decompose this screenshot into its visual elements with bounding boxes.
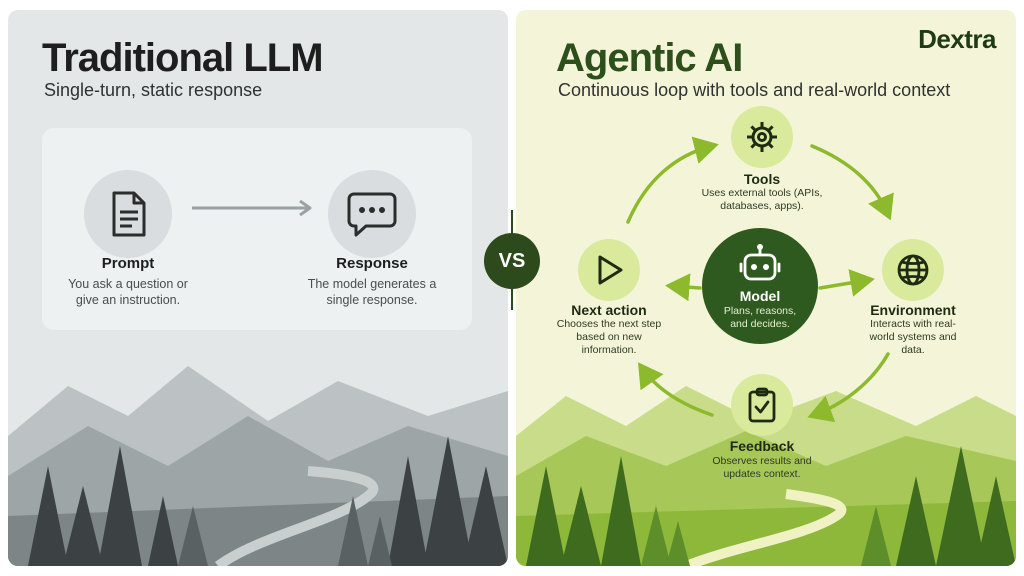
model-description: Plans, reasons, and decides. — [723, 305, 797, 330]
tools-label: Tools — [743, 171, 781, 187]
play-icon — [598, 255, 623, 285]
model-node: Model Plans, reasons, and decides. — [702, 228, 818, 344]
gear-icon — [747, 122, 777, 152]
prompt-to-response-arrow — [192, 199, 312, 217]
agentic-loop-arrows — [626, 136, 894, 423]
prompt-label: Prompt — [101, 255, 155, 272]
feedback-label: Feedback — [729, 438, 795, 454]
vs-badge: VS — [484, 233, 540, 289]
gray-mountain-landscape — [8, 366, 508, 566]
response-label: Response — [336, 255, 408, 272]
traditional-llm-panel: Traditional LLM Single-turn, static resp… — [8, 10, 508, 566]
robot-icon — [739, 244, 781, 281]
green-mountain-landscape — [516, 386, 1016, 566]
agentic-ai-panel: Dextra Agentic AI Continuous loop with t… — [516, 10, 1016, 566]
prompt-node — [84, 170, 172, 258]
next-action-description: Chooses the next step based on new infor… — [556, 318, 662, 356]
prompt-description: You ask a question or give an instructio… — [68, 277, 188, 307]
traditional-llm-subtitle: Single-turn, static response — [44, 80, 263, 100]
agentic-ai-title: Agentic AI — [556, 36, 743, 80]
agentic-ai-subtitle: Continuous loop with tools and real-worl… — [558, 80, 951, 100]
traditional-llm-title: Traditional LLM — [42, 36, 324, 80]
model-label: Model — [739, 288, 781, 304]
tools-description: Uses external tools (APIs, databases, ap… — [701, 187, 823, 212]
clipboard-check-icon — [748, 387, 776, 423]
environment-label: Environment — [870, 302, 956, 318]
next-action-label: Next action — [571, 302, 647, 318]
next-action-node — [578, 239, 640, 301]
document-icon — [112, 191, 146, 237]
tools-node — [731, 106, 793, 168]
response-node — [328, 170, 416, 258]
feedback-description: Observes results and updates context. — [712, 455, 812, 480]
globe-icon — [897, 254, 929, 286]
environment-node — [882, 239, 944, 301]
dextra-logo: Dextra — [918, 24, 996, 54]
chat-bubble-icon — [347, 192, 397, 237]
response-description: The model generates a single response. — [307, 277, 437, 307]
feedback-node — [731, 374, 793, 436]
environment-description: Interacts with real-world systems and da… — [869, 318, 957, 356]
